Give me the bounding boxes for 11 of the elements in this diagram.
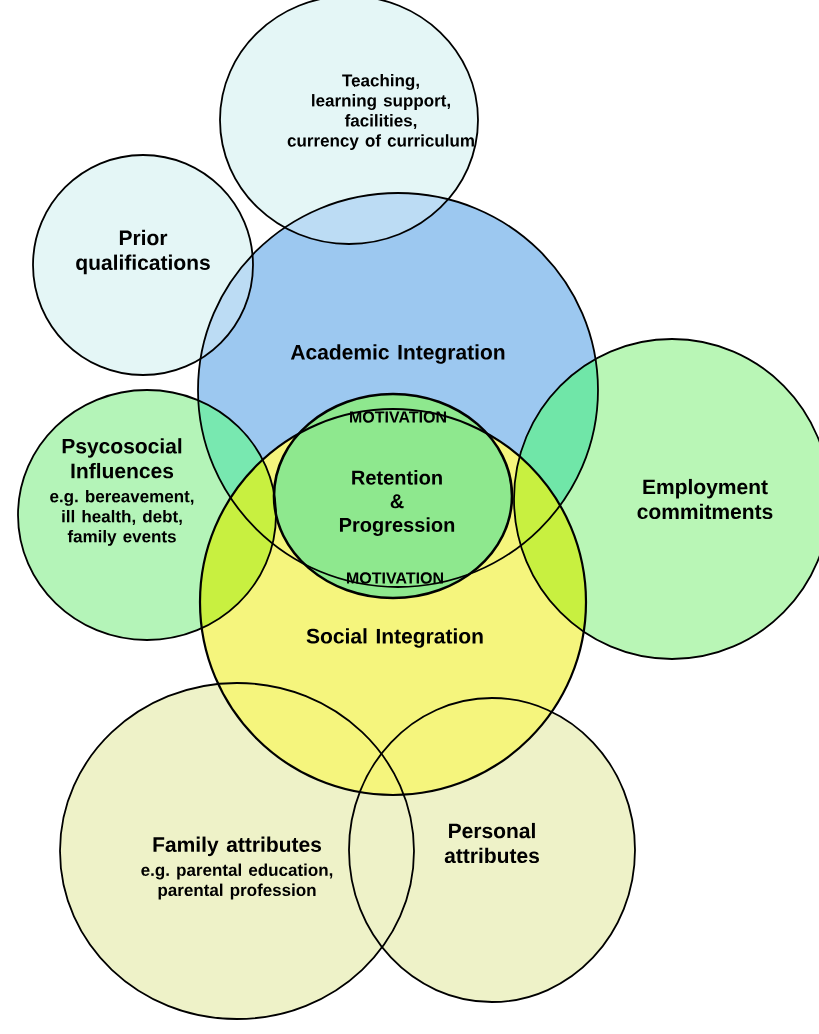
circle-label: MOTIVATION [347, 572, 443, 584]
circle-label: Psycosocial Influences e.g. bereavement, ill health, debt, family events [50, 438, 194, 546]
circle-label: Retention & Progression [340, 470, 455, 536]
circle-label: Prior qualifications [76, 229, 210, 275]
circle-label: Teaching, learning support, facilities, currency of curriculum [287, 74, 474, 150]
circle-label: Family attributes e.g. parental education, parental profession [141, 836, 333, 900]
circle-label: MOTIVATION [350, 411, 446, 423]
circle-label: Personal attributes [444, 822, 539, 864]
circle-label: Employment commitments [637, 478, 773, 520]
circle-label: Social Integration [306, 628, 483, 648]
circle-label: Academic Integration [290, 344, 505, 364]
